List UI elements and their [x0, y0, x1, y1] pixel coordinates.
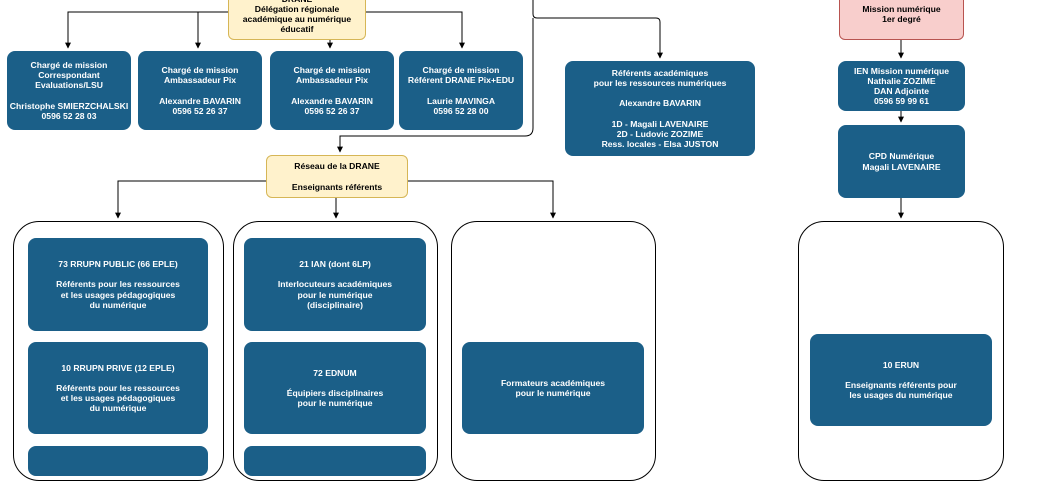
text-line: 21 IAN (dont 6LP): [299, 259, 371, 270]
text-line: 0596 52 26 37: [172, 105, 228, 116]
connector-drane-charges: [65, 11, 228, 49]
connector-drane-referents: [532, 0, 663, 59]
text-line: et les usages pédagogiques: [60, 393, 176, 403]
text-line: Chargé de mission: [293, 65, 371, 76]
text-line: académique au numérique: [242, 14, 352, 24]
text-line: Référents académiques: [611, 67, 709, 78]
text-line: Enseignants référents: [291, 181, 383, 192]
text-line: CPD Numérique: [868, 151, 935, 162]
text-line: DAN Adjointe: [873, 86, 930, 96]
text-line: Laurie MAVINGA: [426, 95, 496, 106]
text-line: 1er degré: [882, 14, 921, 24]
text-line: Référents pour les ressources: [56, 279, 180, 290]
text-line: pour le numérique: [297, 398, 373, 409]
text-line: Ress. locales - Elsa JUSTON: [601, 138, 719, 149]
text-line: DRANE: [282, 0, 313, 4]
text-line: Alexandre BAVARIN: [159, 95, 241, 106]
text-line: Chargé de mission: [30, 59, 108, 70]
text-line: 1D - Magali LAVENAIRE: [611, 118, 709, 129]
text-line: Formateurs académiques: [500, 377, 606, 388]
ian-next-box: [244, 446, 426, 476]
text-line: IEN Mission numérique: [853, 65, 950, 76]
text-line: Ambassadeur Pix: [295, 75, 369, 86]
text-line: Nathalie ZOZIME: [867, 75, 936, 86]
connector-lines: [65, 0, 904, 219]
text-line: les usages du numérique: [849, 390, 953, 401]
text-line: Interlocuteurs académiques: [277, 279, 393, 290]
ian-box: 21 IAN (dont 6LP) Interlocuteurs académiq…: [244, 238, 426, 331]
text-line: pour le numérique: [515, 388, 591, 398]
text-line: 0596 59 99 61: [874, 96, 929, 107]
text-line: 10 RRUPN PRIVE (12 EPLE): [61, 362, 175, 373]
text-line: 72 EDNUM: [313, 367, 357, 378]
text-line: 0596 52 28 03: [41, 110, 97, 121]
rrupn-public-box: 73 RRUPN PUBLIC (66 EPLE) Référents pour …: [28, 238, 208, 331]
text-line: Équipiers disciplinaires: [286, 387, 384, 398]
text-line: Magali LAVENAIRE: [862, 161, 941, 172]
text-line: 10 ERUN: [882, 359, 920, 370]
text-line: et les usages pédagogiques: [60, 289, 176, 300]
text-line: Référent DRANE Pix+EDU: [407, 75, 515, 86]
text-line: Correspondant: [38, 70, 100, 81]
text-line: Enseignants référents pour: [845, 379, 957, 390]
text-line: Référents pour les ressources: [56, 382, 180, 393]
text-line: Alexandre BAVARIN: [619, 98, 701, 109]
text-line: 0596 52 26 37: [304, 105, 360, 116]
rrupn-prive-box: 10 RRUPN PRIVE (12 EPLE) Référents pour l…: [28, 342, 208, 434]
text-line: pour le numérique: [297, 289, 373, 300]
text-line: Evaluations/LSU: [35, 80, 103, 91]
connector-drane-reseau: [337, 18, 534, 153]
rrupn-next-box: [28, 446, 208, 476]
text-line: Chargé de mission: [422, 65, 500, 76]
text-line: Ambassadeur Pix: [163, 75, 237, 86]
connector-reseau-groups: [115, 180, 266, 219]
text-line: du numérique: [89, 299, 147, 310]
text-line: Alexandre BAVARIN: [291, 95, 373, 106]
text-line: (disciplinaire): [307, 299, 363, 310]
text-line: éducatif: [280, 24, 314, 35]
text-line: pour les ressources numériques: [593, 78, 727, 89]
text-line: 2D - Ludovic ZOZIME: [616, 128, 704, 139]
text-line: Mission numérique: [862, 3, 941, 14]
text-line: Chargé de mission: [161, 65, 239, 76]
text-line: Délégation régionale: [254, 3, 340, 14]
text-line: 73 RRUPN PUBLIC (66 EPLE): [58, 259, 178, 270]
text-line: 0596 52 28 00: [433, 105, 489, 116]
text-line: Réseau de la DRANE: [294, 161, 380, 172]
text-line: du numérique: [89, 403, 147, 414]
reseau-drane-box: Réseau de la DRANE Enseignants référents: [266, 155, 408, 198]
text-line: Christophe SMIERZCHALSKI: [9, 100, 129, 111]
